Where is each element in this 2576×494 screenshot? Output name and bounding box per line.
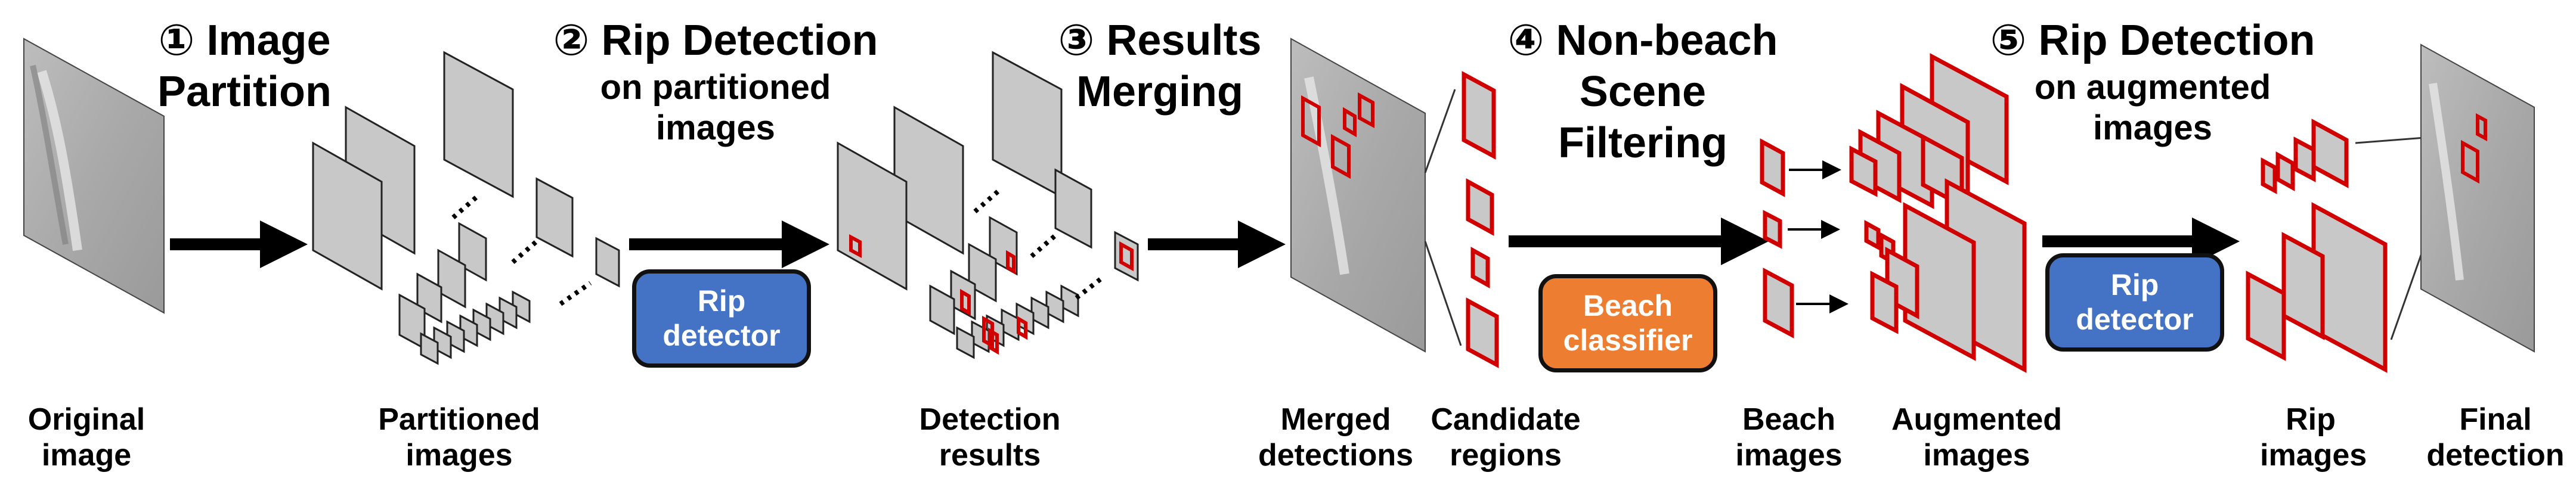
step-2-title: ② Rip Detection on partitioned images [534,19,897,145]
step-3-title: ③ Results Merging [1044,19,1276,113]
beach-to-augmented-arrows [1788,160,1849,313]
detection-ellipsis-dots [973,188,1105,300]
beach-classifier-line2: classifier [1563,323,1693,357]
rip-detector-1-line2: detector [662,318,781,352]
step-1-title: ① Image Partition [143,19,346,113]
partition-ellipsis-dots [451,194,592,306]
step-4-line2: Scene [1579,68,1707,116]
rip-detector-button-2: Rip detector [2045,253,2224,352]
beach-classifier-line1: Beach [1583,289,1673,322]
merged-detections-image [1290,38,1426,353]
step-5-title: ⑤ Rip Detection on augmented images [1962,19,2343,145]
step-5-heading: ⑤ Rip Detection [1990,17,2315,64]
rip-detector-button-1: Rip detector [632,269,811,368]
detection-red-boxes [849,234,1134,355]
rip-detector-2-line1: Rip [2110,268,2159,302]
step-1-subheading: Partition [157,68,332,116]
beach-classifier-button: Beach classifier [1538,274,1717,372]
step-4-line3: Filtering [1558,119,1727,167]
step-3-subheading: Merging [1076,68,1243,116]
final-detection-image [2420,44,2535,353]
step-5-line2: on augmented [2034,68,2271,107]
detection-results-tiles [837,51,1139,359]
rip-images [2246,119,2388,373]
step-3-heading: ③ Results [1058,17,1262,64]
merged-to-candidate-lines [1424,89,1462,346]
step-1-heading: ① Image [158,17,331,64]
beach-images [1760,138,1794,338]
step-2-line2: on partitioned [600,68,831,107]
rip-detector-1-line1: Rip [697,284,746,318]
step-2-line3: images [656,108,775,147]
step-5-line3: images [2093,108,2212,147]
partitioned-tiles [312,51,620,365]
rip-detector-2-line2: detector [2076,302,2194,336]
original-aerial-image [23,38,165,314]
augmented-images [1849,53,2027,373]
step-2-heading: ② Rip Detection [553,17,878,64]
step-4-heading: ④ Non-beach [1507,17,1778,64]
candidate-regions [1462,71,1499,368]
step-4-title: ④ Non-beach Scene Filtering [1476,19,1810,164]
